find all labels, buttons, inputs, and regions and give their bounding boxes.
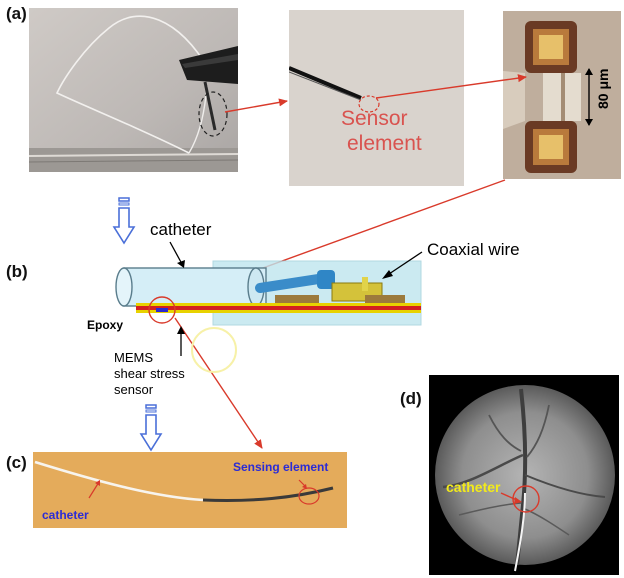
sensing-element-label: Sensing element bbox=[233, 460, 329, 474]
mems-label-line1: MEMS bbox=[114, 350, 153, 365]
epoxy-label: Epoxy bbox=[87, 318, 124, 332]
catheter-label-c: catheter bbox=[42, 508, 89, 522]
sensor-label-line1: Sensor bbox=[341, 107, 408, 130]
catheter-photo-drawing bbox=[29, 8, 238, 172]
catheter-tube bbox=[123, 267, 267, 307]
sensor-label-line2: element bbox=[347, 132, 422, 155]
blue-wire bbox=[255, 273, 330, 293]
faint-circle bbox=[191, 327, 237, 373]
down-arrow-icon bbox=[112, 197, 136, 245]
bond-pad-2 bbox=[365, 295, 405, 303]
panel-label-d: (d) bbox=[400, 389, 422, 408]
mems-sensor bbox=[156, 308, 168, 312]
arrow-a1-to-a2 bbox=[224, 98, 288, 113]
substrate-trace bbox=[136, 306, 421, 310]
mems-label-line3: sensor bbox=[114, 382, 154, 397]
panel-label-b: (b) bbox=[6, 262, 28, 281]
catheter-label-b: catheter bbox=[150, 220, 212, 239]
microscope-drawing bbox=[503, 11, 621, 179]
sensor-highlight-circle bbox=[148, 296, 176, 324]
arrow-a2-to-a3 bbox=[375, 74, 527, 99]
catheter-photo bbox=[29, 8, 238, 172]
bond-pad bbox=[275, 295, 319, 303]
microscope-photo: 80 μm bbox=[503, 11, 621, 179]
fluoroscopy-drawing bbox=[429, 375, 619, 575]
catheter-schematic bbox=[115, 241, 423, 373]
mems-label-line2: shear stress bbox=[114, 366, 185, 381]
catheter-device-drawing bbox=[33, 452, 347, 528]
catheter-label-d: catheter bbox=[446, 479, 501, 495]
coaxial-wire-label: Coaxial wire bbox=[427, 240, 520, 259]
down-arrow-icon-2 bbox=[139, 404, 163, 452]
catheter-device-photo: Sensing element catheter bbox=[33, 452, 347, 528]
panel-label-a: (a) bbox=[6, 4, 27, 23]
arrow-b-to-c bbox=[174, 317, 263, 449]
fluoroscopy-image: catheter bbox=[429, 375, 619, 575]
panel-label-c: (c) bbox=[6, 453, 27, 472]
